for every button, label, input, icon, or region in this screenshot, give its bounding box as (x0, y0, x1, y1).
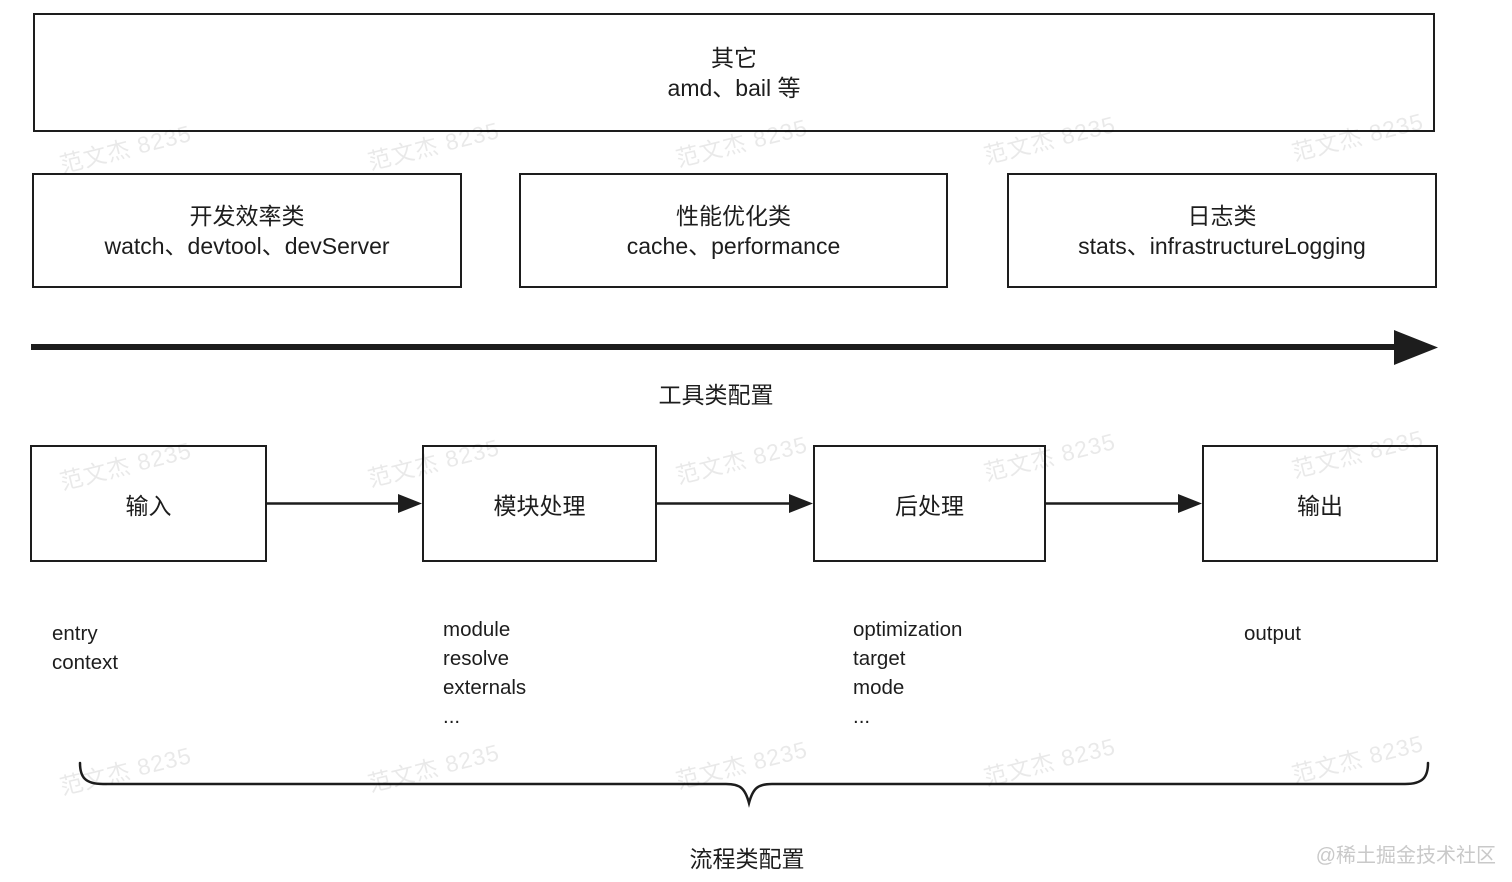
performance-items: cache、performance (626, 232, 841, 259)
juejin-community-credit: @稀土掘金技术社区 (1315, 845, 1496, 867)
props-list-post-processing: optimization target mode ... (853, 615, 962, 731)
other-category-box: 其它 amd、bail 等 (33, 13, 1435, 132)
tool-axis-label: 工具类配置 (658, 382, 774, 408)
watermark: 范文杰 8235 (1289, 730, 1427, 788)
flow-node-output: 输出 (1202, 445, 1438, 562)
logging-category-box: 日志类 stats、infrastructureLogging (1007, 173, 1437, 288)
other-category-items: amd、bail 等 (667, 74, 801, 101)
prop-ellipsis: ... (443, 705, 461, 728)
watermark: 范文杰 8235 (57, 742, 195, 800)
flow-node-output-label: 输出 (1297, 492, 1343, 519)
prop-target: target (853, 647, 906, 670)
flow-node-input-label: 输入 (125, 492, 172, 519)
watermark: 范文杰 8235 (365, 739, 503, 797)
flow-node-input: 输入 (30, 445, 267, 562)
dev-efficiency-category-box: 开发效率类 watch、devtool、devServer (32, 173, 462, 288)
watermark: 范文杰 8235 (673, 736, 811, 794)
prop-externals: externals (443, 676, 527, 699)
tool-axis-arrow (31, 330, 1438, 365)
watermark: 范文杰 8235 (981, 733, 1119, 791)
prop-context: context (52, 651, 119, 674)
prop-ellipsis: ... (853, 705, 871, 728)
prop-module: module (443, 618, 511, 641)
logging-items: stats、infrastructureLogging (1078, 232, 1366, 259)
props-list-module-processing: module resolve externals ... (443, 615, 526, 731)
performance-category-box: 性能优化类 cache、performance (519, 173, 948, 288)
process-axis-brace (78, 761, 1430, 808)
dev-efficiency-title: 开发效率类 (189, 202, 305, 229)
watermark: 范文杰 8235 (673, 431, 811, 489)
process-axis-label: 流程类配置 (689, 846, 805, 872)
prop-optimization: optimization (853, 618, 963, 641)
flow-node-post-processing: 后处理 (813, 445, 1046, 562)
logging-title: 日志类 (1187, 202, 1257, 229)
prop-output: output (1244, 622, 1301, 645)
props-list-input: entry context (52, 619, 118, 677)
flow-node-post-processing-label: 后处理 (895, 492, 964, 519)
other-category-title: 其它 (711, 44, 757, 71)
prop-mode: mode (853, 676, 905, 699)
performance-title: 性能优化类 (676, 202, 791, 229)
flow-connector-arrow-2 (657, 494, 813, 513)
flow-connector-arrow-3 (1046, 494, 1202, 513)
flow-node-module-processing: 模块处理 (422, 445, 657, 562)
props-list-output: output (1244, 619, 1301, 648)
dev-efficiency-items: watch、devtool、devServer (104, 232, 390, 259)
prop-entry: entry (52, 622, 98, 645)
flow-node-module-processing-label: 模块处理 (493, 492, 586, 519)
prop-resolve: resolve (443, 647, 510, 670)
flow-connector-arrow-1 (267, 494, 422, 513)
